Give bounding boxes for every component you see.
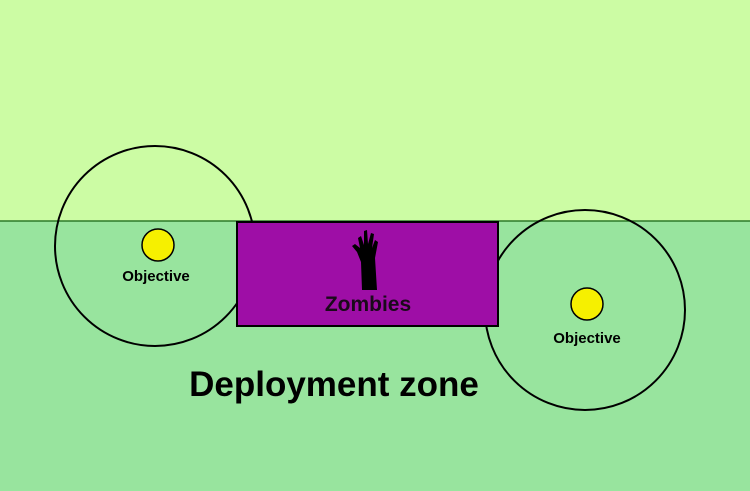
upper-zone	[0, 0, 750, 221]
objective-marker-right	[570, 287, 604, 321]
zombie-hand-icon	[352, 230, 378, 290]
deployment-zone-label: Deployment zone	[189, 365, 479, 404]
objective-label-right: Objective	[553, 330, 621, 347]
objective-marker-left	[141, 228, 175, 262]
objective-label-left: Objective	[122, 268, 190, 285]
zombies-label: Zombies	[324, 293, 412, 316]
